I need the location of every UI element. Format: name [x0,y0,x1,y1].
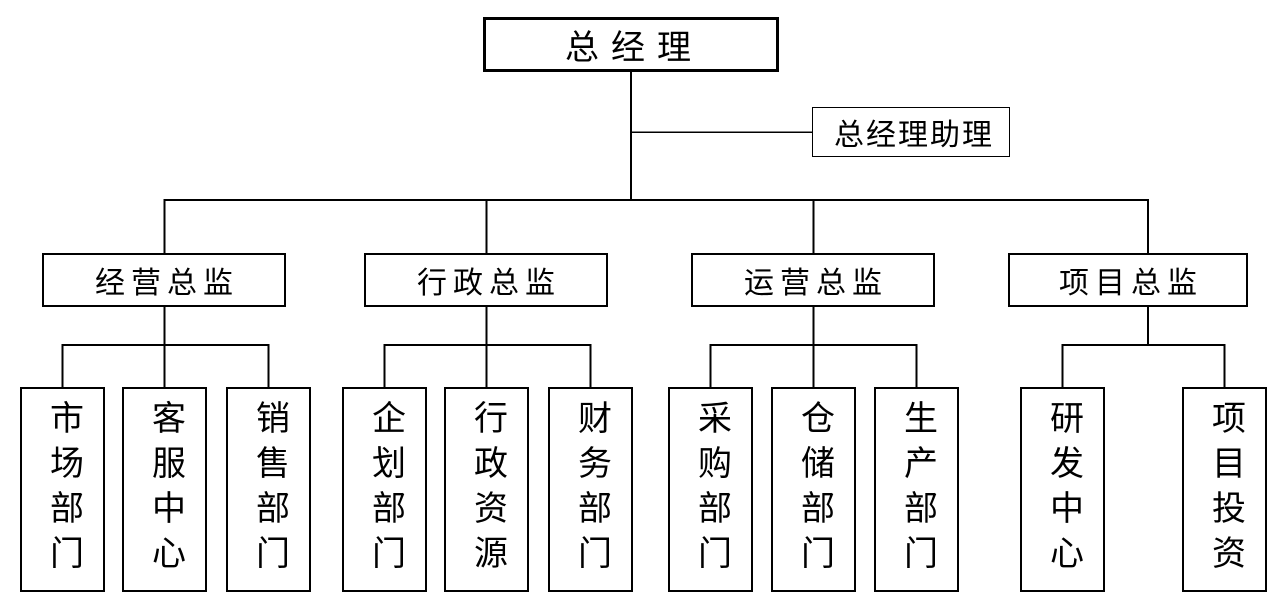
warehousing-dept-label: 仓储部门 [795,399,833,580]
marketing-dept-node: 市场部门 [20,387,105,592]
project-director-node: 项目总监 [1008,253,1248,307]
business-director-label: 经营总监 [95,267,239,300]
gm-assistant-node: 总经理助理 [812,107,1010,157]
admin-director-label: 行政总监 [417,267,561,300]
admin-director-node: 行政总监 [364,253,608,307]
operations-director-node: 运营总监 [691,253,935,307]
purchasing-dept-label: 采购部门 [692,399,730,580]
general-manager-label: 总经理 [565,30,703,67]
planning-dept-node: 企划部门 [342,387,427,592]
business-director-node: 经营总监 [42,253,286,307]
planning-dept-label: 企划部门 [366,399,404,580]
finance-dept-label: 财务部门 [572,399,610,580]
project-investment-label: 项目投资 [1206,399,1244,580]
marketing-dept-label: 市场部门 [44,399,82,580]
gm-assistant-label: 总经理助理 [834,119,994,152]
rd-center-node: 研发中心 [1020,387,1105,592]
operations-director-label: 运营总监 [744,267,888,300]
general-manager-node: 总经理 [483,17,779,72]
customer-service-center-node: 客服中心 [122,387,207,592]
finance-dept-node: 财务部门 [548,387,633,592]
warehousing-dept-node: 仓储部门 [771,387,856,592]
sales-dept-node: 销售部门 [226,387,311,592]
sales-dept-label: 销售部门 [250,399,288,580]
production-dept-node: 生产部门 [874,387,959,592]
rd-center-label: 研发中心 [1044,399,1082,580]
admin-resources-node: 行政资源 [444,387,529,592]
project-director-label: 项目总监 [1059,267,1203,300]
admin-resources-label: 行政资源 [468,399,506,580]
production-dept-label: 生产部门 [898,399,936,580]
customer-service-center-label: 客服中心 [146,399,184,580]
project-investment-node: 项目投资 [1182,387,1267,592]
purchasing-dept-node: 采购部门 [668,387,753,592]
